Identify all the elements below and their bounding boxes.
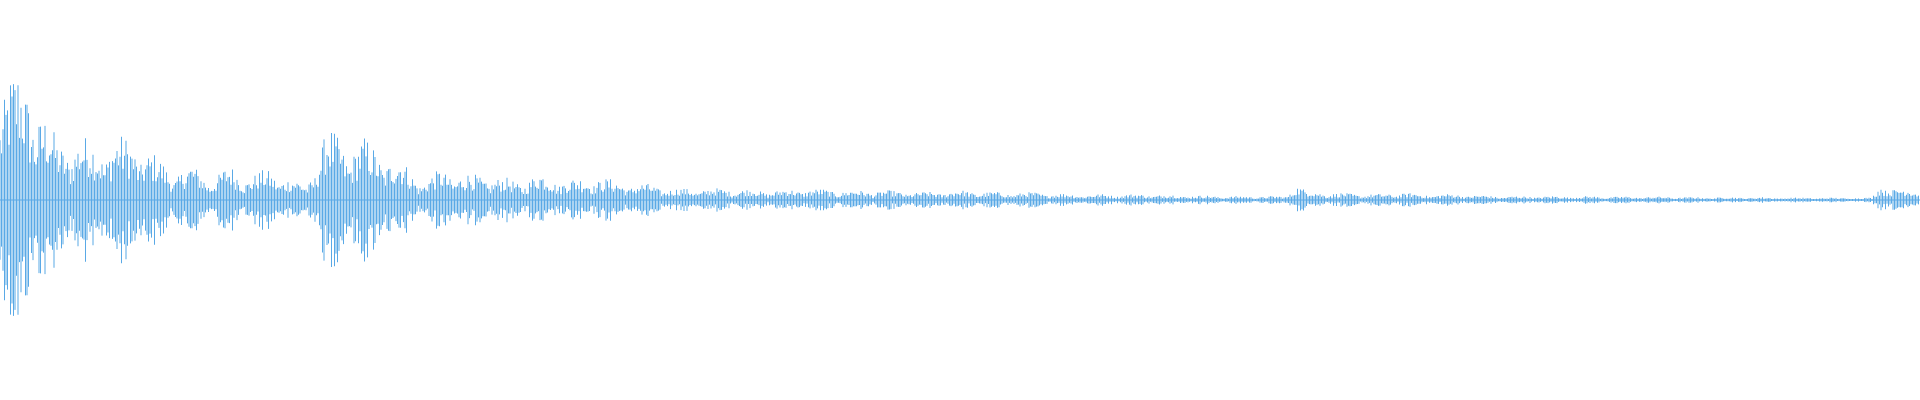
audio-waveform[interactable]	[0, 0, 1920, 400]
waveform-view[interactable]	[0, 0, 1920, 400]
